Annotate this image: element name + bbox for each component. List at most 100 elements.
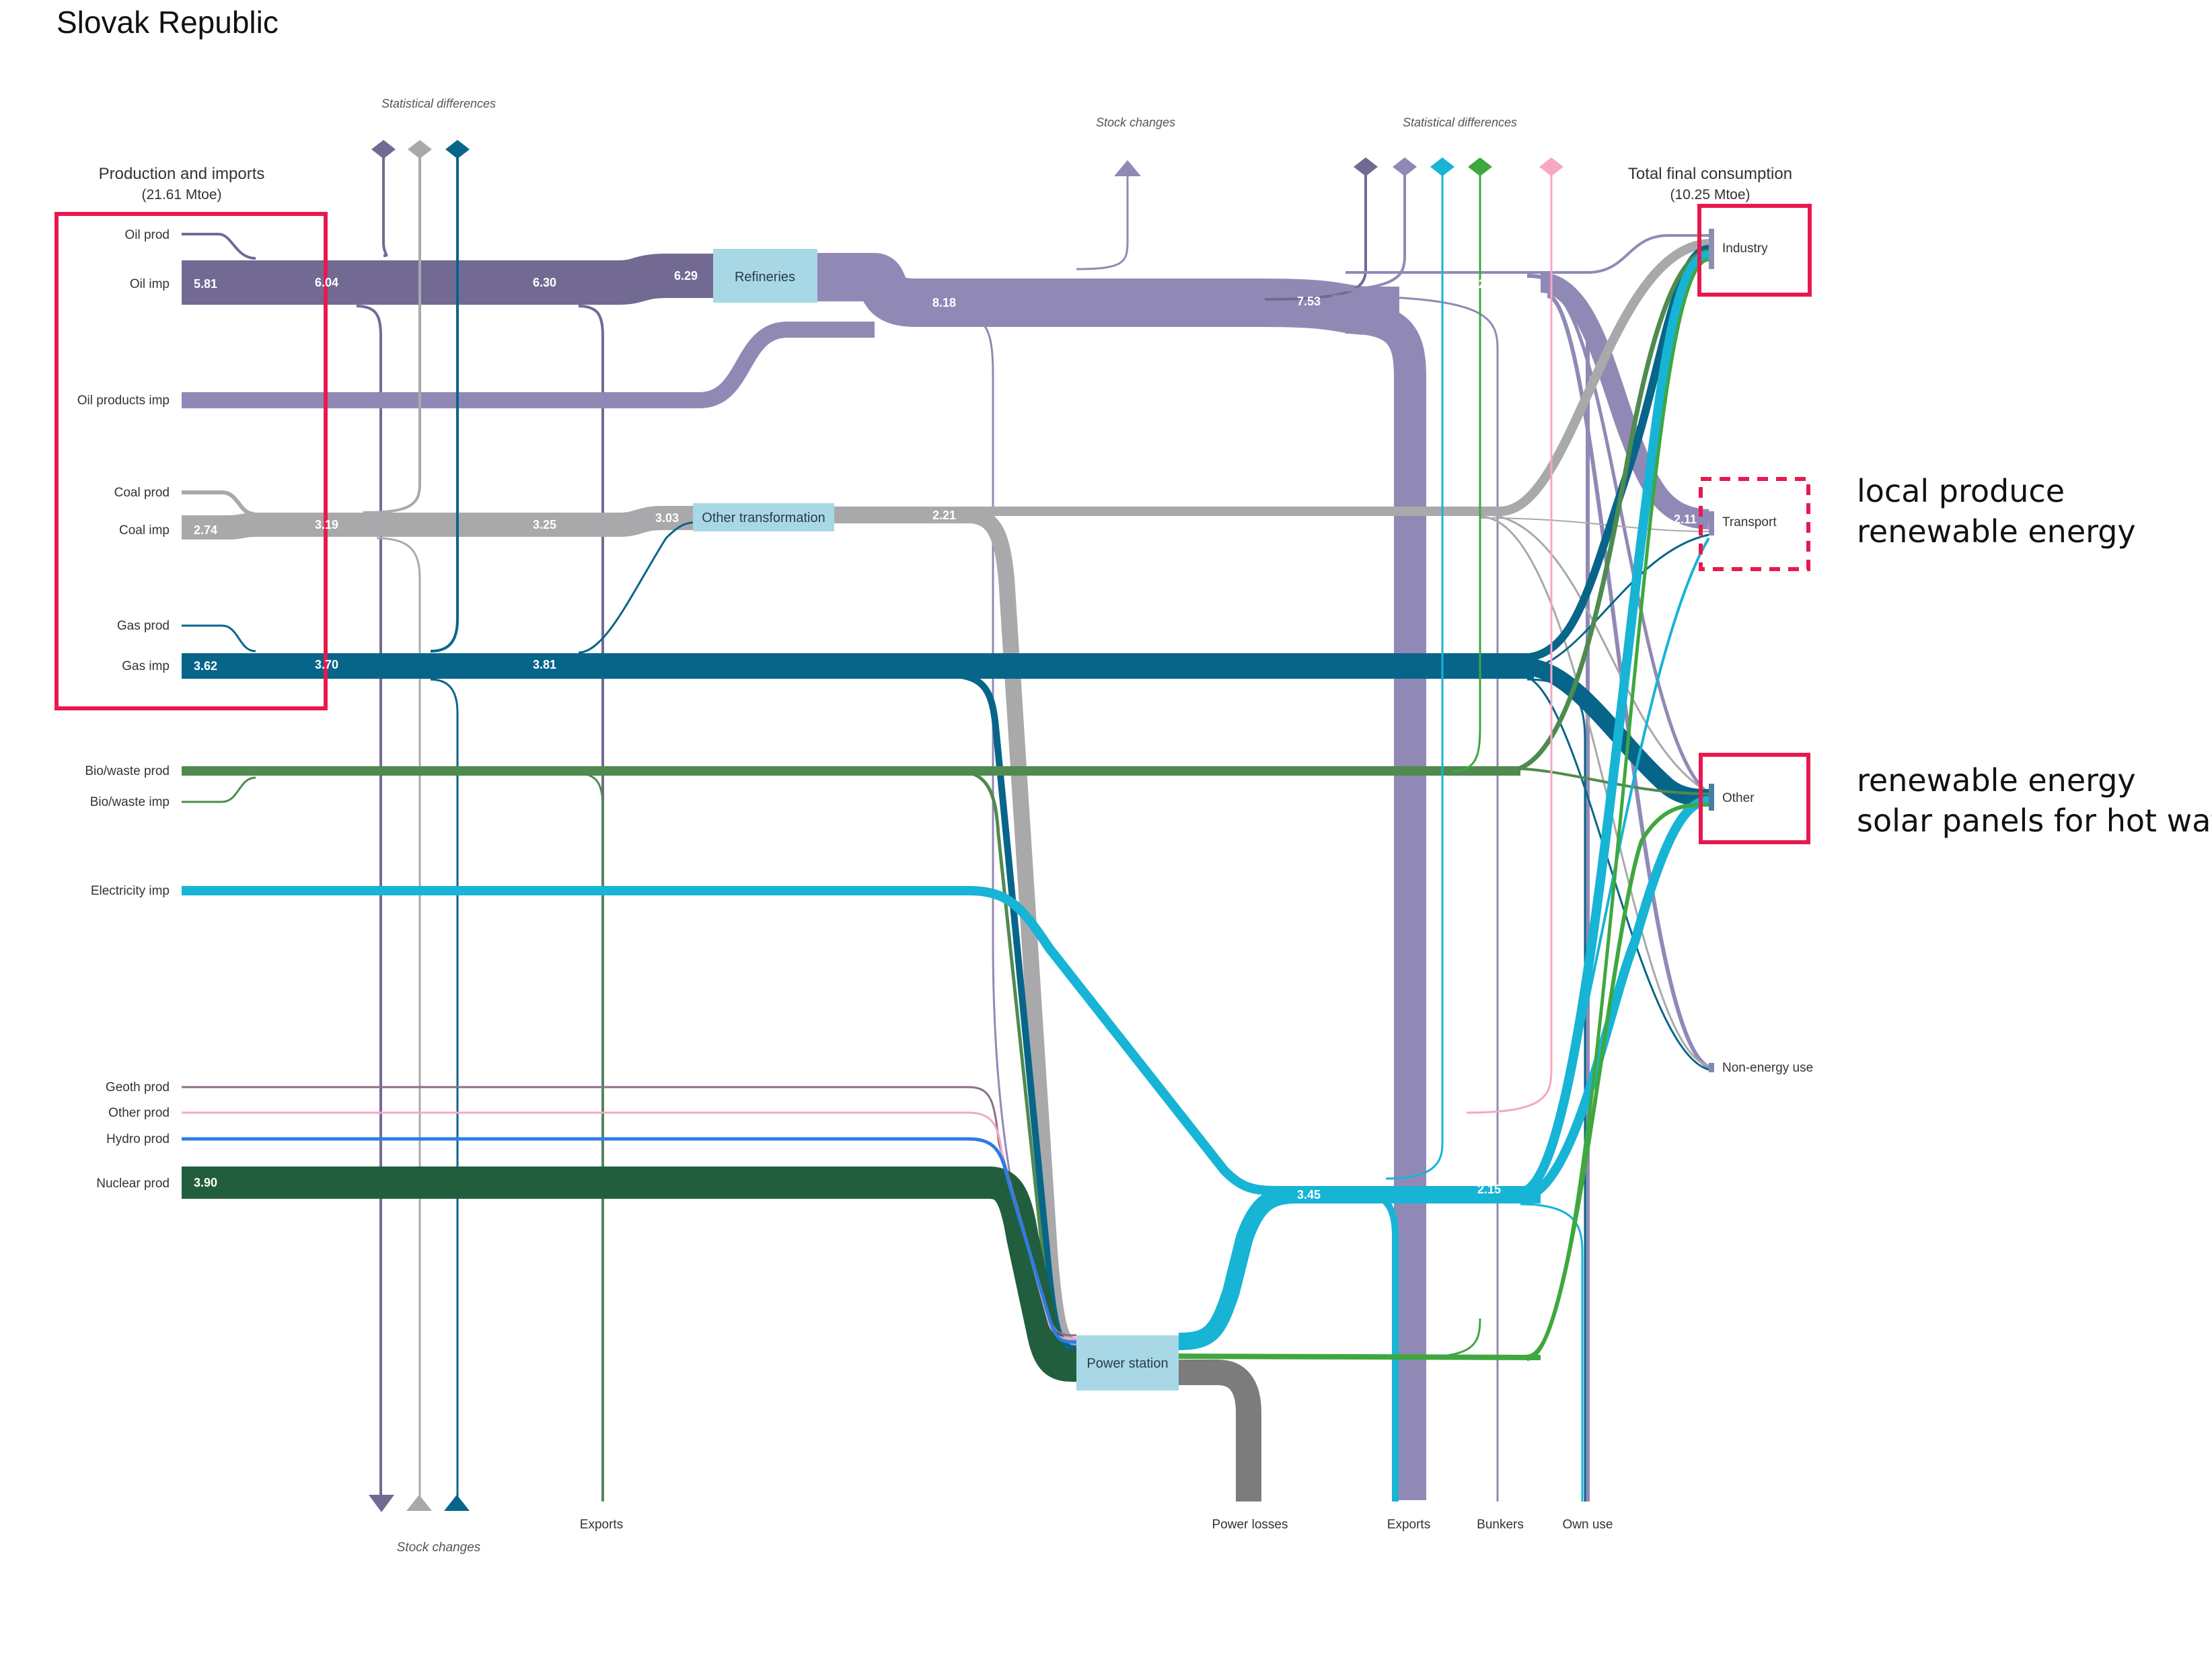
transport-annotation: local produce renewable energy [1857, 471, 2136, 552]
source-label: Oil prod [124, 228, 170, 242]
oil-statdiff-right-diamond-icon [1354, 157, 1378, 176]
flow-electricity-transport [1520, 537, 1710, 1201]
coal-stock-bottom-triangle-icon [406, 1495, 432, 1511]
flow-electricity-own-use [1520, 1203, 1584, 1501]
value-oil-c: 6.29 [674, 269, 698, 283]
gas-statdiff-diamond-icon [445, 140, 470, 159]
flow-refined-transport [1539, 272, 1709, 529]
otherprod-statdiff-diamond-icon [1539, 157, 1563, 176]
flow-coal-stock [376, 537, 421, 1497]
value-gas-b: 3.81 [533, 658, 556, 671]
value-gas-a: 3.70 [315, 658, 338, 671]
flow-other-prod [182, 1111, 1077, 1340]
value-refined-b: 7.53 [1297, 295, 1321, 308]
consumption-labels: Industry Transport Other Non-energy use [1722, 242, 1813, 1075]
value-coal-a: 3.19 [315, 518, 338, 531]
refineries-label: Refineries [735, 270, 795, 285]
flow-refined-bunkers [1331, 295, 1499, 1501]
flow-power-heat [1178, 1353, 1541, 1360]
flow-power-electricity [1178, 1186, 1541, 1350]
flow-electricity-statdiff [1385, 168, 1444, 1180]
consumption-label-transport: Transport [1722, 515, 1777, 529]
biowaste-statdiff-diamond-icon [1468, 157, 1492, 176]
power-station-label: Power station [1086, 1356, 1168, 1371]
industry-highlight-box [1697, 204, 1812, 297]
flow-gas-prod [182, 624, 256, 653]
value-coal-c: 3.03 [655, 511, 679, 525]
flow-heat-other [1526, 803, 1709, 1361]
bunkers-label: Bunkers [1477, 1518, 1524, 1532]
refineries-node [713, 249, 817, 303]
value-transport: 2.11 [1674, 513, 1697, 526]
annotation-line: local produce [1857, 473, 2065, 509]
flow-nuclear-prod [182, 1166, 1077, 1382]
industry-node [1709, 229, 1714, 269]
flow-refined-statdiff-b [1264, 168, 1406, 294]
value-coal-b: 3.25 [533, 518, 556, 531]
flow-gas-to-power [941, 671, 1077, 1352]
flow-coal-to-other [1479, 513, 1709, 794]
flow-gas-to-othertrans [578, 521, 700, 654]
annotation-line: renewable energy [1857, 513, 2136, 550]
value-refined-a: 8.18 [932, 296, 956, 309]
flow-coal-prod [182, 490, 255, 516]
source-label: Nuclear prod [96, 1177, 170, 1191]
process-nodes: Refineries Other transformation Power st… [693, 229, 1714, 1390]
stat-diff-left-label: Statistical differences [381, 97, 496, 110]
source-label: Geoth prod [106, 1080, 170, 1095]
consumption-label-industry: Industry [1722, 242, 1768, 256]
flow-oil-prod [182, 233, 256, 260]
production-header-sub: (21.61 Mtoe) [141, 187, 221, 202]
source-label: Coal prod [114, 486, 170, 500]
electricity-statdiff-diamond-icon [1430, 157, 1454, 176]
flow-oil-import [182, 254, 713, 305]
flow-electricity-import [182, 886, 1345, 1195]
stock-changes-top-triangle-icon [1114, 160, 1141, 176]
value-other-trans-out: 2.21 [932, 509, 956, 522]
exports-left-label: Exports [580, 1518, 623, 1532]
source-label: Bio/waste imp [90, 795, 170, 809]
page-title: Slovak Republic [57, 5, 279, 40]
value-coal-imp: 2.74 [194, 523, 217, 537]
other-transformation-label: Other transformation [702, 511, 825, 525]
flow-refined-other [1547, 289, 1710, 796]
flow-gas-statdiff [430, 149, 459, 653]
other-transformation-node [693, 503, 834, 531]
source-label: Gas prod [117, 619, 170, 633]
source-label: Bio/waste prod [85, 764, 170, 778]
source-label: Hydro prod [106, 1132, 170, 1146]
other-node [1709, 784, 1714, 811]
production-header-title: Production and imports [99, 165, 265, 183]
flow-biowaste-to-other [1506, 767, 1709, 795]
flow-oil-stock [356, 305, 382, 1497]
value-oil-imp: 5.81 [194, 277, 217, 291]
flow-oil-products-export [1345, 301, 1426, 1500]
consumption-header-title: Total final consumption [1628, 165, 1792, 183]
markers [369, 140, 1563, 1512]
source-label: Oil products imp [77, 394, 170, 408]
flow-refined-stock [1076, 176, 1129, 270]
value-oil-b: 6.30 [533, 276, 556, 289]
gas-stock-bottom-triangle-icon [444, 1495, 470, 1511]
flow-heat-bunkers [1412, 1318, 1481, 1359]
source-labels: Oil prod Oil imp Oil products imp Coal p… [77, 228, 170, 1191]
transport-highlight-box [1699, 477, 1810, 571]
column-headers: Production and imports (21.61 Mtoe) Tota… [99, 165, 1792, 202]
flow-biowaste-exports [578, 772, 604, 1501]
coal-statdiff-diamond-icon [408, 140, 432, 159]
power-station-node [1076, 1335, 1179, 1390]
flow-gas-to-nonenergy [1520, 674, 1709, 1071]
highlight-boxes [54, 204, 1812, 844]
flow-electricity-other [1520, 796, 1709, 1202]
flow-oil-export [578, 305, 604, 1501]
sources-highlight-box [54, 212, 328, 710]
flow-refined-nonenergy [1547, 294, 1710, 1069]
flow-other-transformation-industry [834, 239, 1709, 516]
flow-value-labels: 5.81 6.04 6.30 6.29 8.18 7.53 2.92 2.74 … [194, 269, 1697, 1201]
flow-geoth-prod [182, 1086, 1077, 1337]
oil-stock-bottom-triangle-icon [369, 1495, 394, 1512]
value-gas-imp: 3.62 [194, 659, 217, 673]
flow-biowaste-to-industry [1506, 249, 1709, 774]
